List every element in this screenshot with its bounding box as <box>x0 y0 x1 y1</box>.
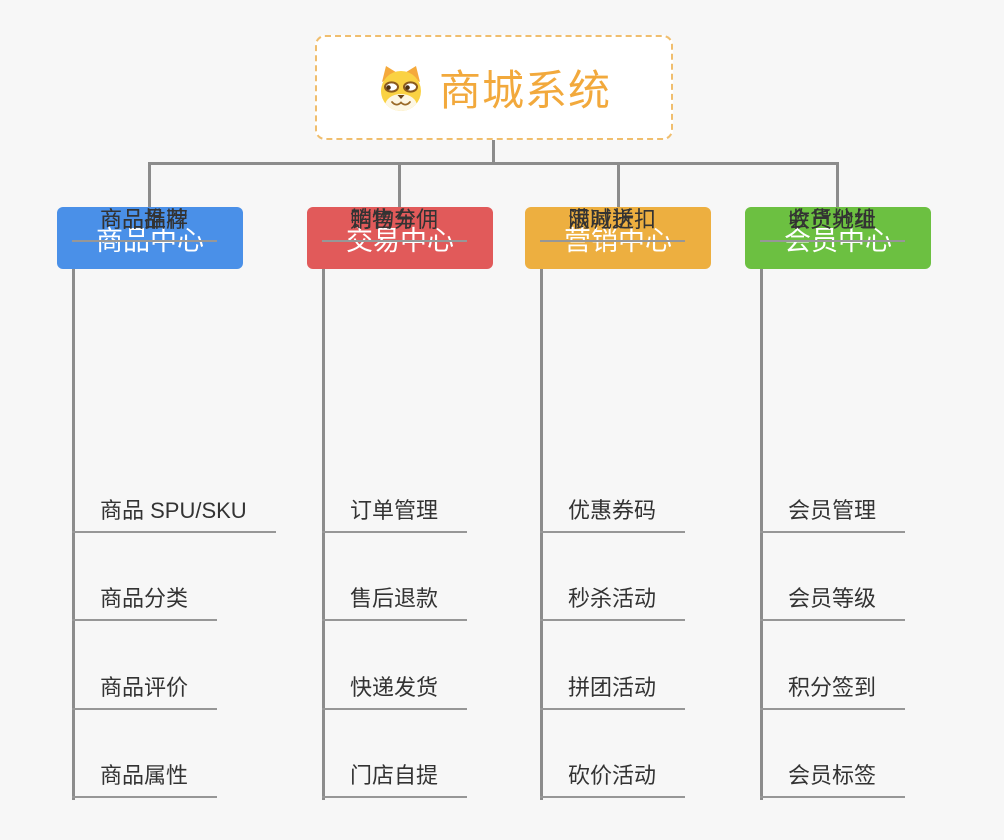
child-topic[interactable]: 订单管理 <box>322 498 468 533</box>
child-topic[interactable]: 积分签到 <box>760 675 906 710</box>
connector-horizontal-bar <box>148 162 839 165</box>
branch-marketing-center: 营销中心 优惠券码 秒杀活动 拼团活动 砍价活动 限时折扣 满减送 <box>525 207 775 807</box>
branch-trade-center: 交易中心 订单管理 售后退款 快递发货 门店自提 购物车 销售分佣 <box>307 207 557 807</box>
child-topic[interactable]: 商品 SPU/SKU <box>72 498 276 533</box>
child-topic[interactable]: 门店自提 <box>322 763 468 798</box>
child-topic[interactable]: 满减送 <box>540 207 664 242</box>
child-topic[interactable]: 售后退款 <box>322 586 468 621</box>
branch-member-center: 会员中心 会员管理 会员等级 积分签到 会员标签 会员分组 收货地址 <box>745 207 995 807</box>
child-topic[interactable]: 砍价活动 <box>540 763 686 798</box>
child-topic[interactable]: 收货地址 <box>760 207 906 242</box>
child-topic[interactable]: 商品分类 <box>72 586 218 621</box>
root-topic[interactable]: 商城系统 <box>315 35 673 140</box>
child-topic[interactable]: 会员管理 <box>760 498 906 533</box>
branch-product-center: 商品中心 商品 SPU/SKU 商品分类 商品评价 商品属性 商品推荐 商品品牌 <box>57 207 307 807</box>
child-topic[interactable]: 商品品牌 <box>72 207 218 242</box>
connector-root-stem <box>492 139 495 164</box>
dog-face-icon <box>377 64 425 112</box>
branch-header-product-center[interactable]: 商品中心 <box>57 207 243 269</box>
root-title: 商城系统 <box>438 67 611 114</box>
child-topic[interactable]: 优惠券码 <box>540 498 686 533</box>
branch-header-marketing-center[interactable]: 营销中心 <box>525 207 711 269</box>
connector-spine-2 <box>322 269 325 800</box>
child-topic[interactable]: 销售分佣 <box>322 207 468 242</box>
connector-drop-4 <box>836 162 839 208</box>
child-topic[interactable]: 商品属性 <box>72 763 218 798</box>
connector-spine-1 <box>72 269 75 800</box>
connector-spine-4 <box>760 269 763 800</box>
connector-drop-2 <box>398 162 401 208</box>
child-topic[interactable]: 商品评价 <box>72 675 218 710</box>
child-topic[interactable]: 拼团活动 <box>540 675 686 710</box>
connector-drop-1 <box>148 162 151 208</box>
connector-spine-3 <box>540 269 543 800</box>
connector-drop-3 <box>617 162 620 208</box>
child-topic[interactable]: 会员等级 <box>760 586 906 621</box>
child-topic[interactable]: 会员标签 <box>760 763 906 798</box>
child-topic[interactable]: 秒杀活动 <box>540 586 686 621</box>
child-topic[interactable]: 快递发货 <box>322 675 468 710</box>
